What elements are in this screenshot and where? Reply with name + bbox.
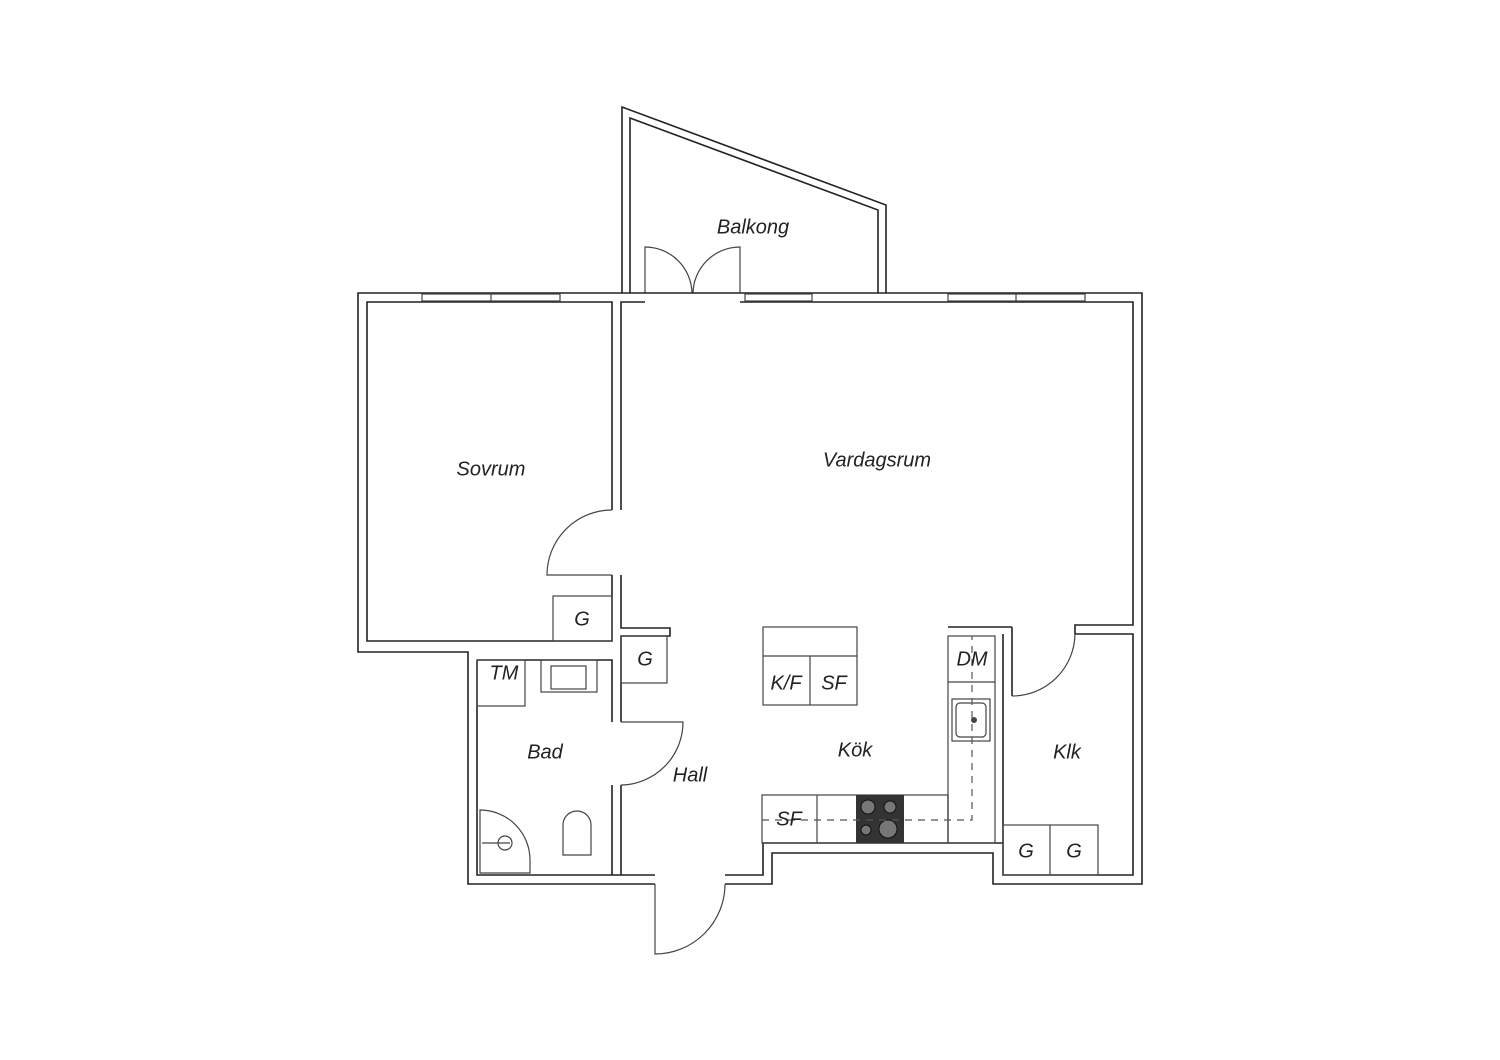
labels: Balkong Sovrum Vardagsrum Bad Hall Kök K… <box>457 216 1082 862</box>
washbasin <box>540 659 598 693</box>
closet-label: G <box>1018 840 1034 862</box>
shower-icon <box>479 809 531 874</box>
faucet-icon <box>971 717 977 723</box>
windows <box>421 293 1086 302</box>
closet-label: G <box>1066 840 1082 862</box>
fridge-freezer-label: K/F <box>770 672 803 694</box>
klk-door <box>1011 633 1076 697</box>
balcony-door-left <box>644 246 693 294</box>
balcony-door-right <box>692 246 741 294</box>
closet-label: G <box>574 608 590 630</box>
room-label-bad: Bad <box>527 741 563 763</box>
room-label-balkong: Balkong <box>717 216 789 238</box>
fixtures <box>476 595 1099 876</box>
room-label-sovrum: Sovrum <box>457 458 526 480</box>
balcony <box>621 105 887 294</box>
dishwasher-label: DM <box>956 648 987 670</box>
bad-door <box>620 721 684 786</box>
kitchen-sink <box>951 698 991 742</box>
room-label-vardagsrum: Vardagsrum <box>823 449 931 471</box>
outer-walls <box>357 292 1143 885</box>
doors <box>546 509 1076 955</box>
sovrum-door <box>546 509 613 576</box>
closet-label: G <box>637 648 653 670</box>
toilet-icon <box>562 810 592 856</box>
room-label-kok: Kök <box>838 739 873 761</box>
room-label-hall: Hall <box>673 764 708 786</box>
cabinet-label: SF <box>776 808 803 830</box>
cabinet-label: SF <box>821 672 848 694</box>
room-label-klk: Klk <box>1053 741 1082 763</box>
washer-label: TM <box>490 662 519 684</box>
entrance-door <box>654 883 726 955</box>
